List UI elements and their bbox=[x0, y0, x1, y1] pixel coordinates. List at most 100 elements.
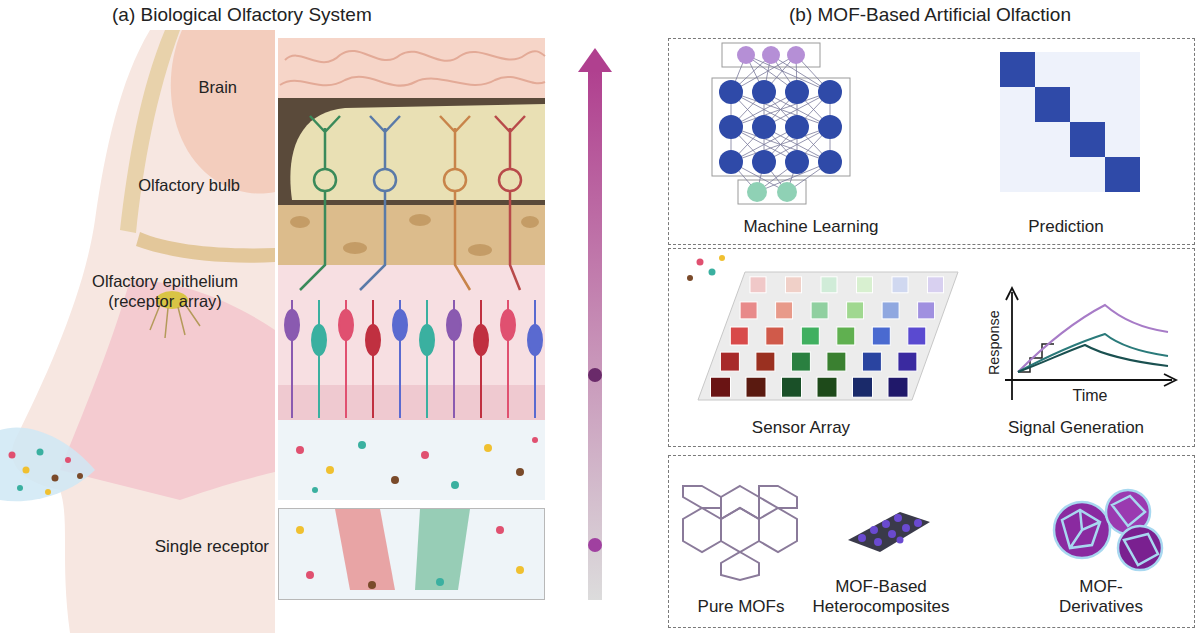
prediction-matrix bbox=[1000, 52, 1140, 192]
layer-box bbox=[712, 78, 850, 176]
network-link bbox=[731, 92, 830, 127]
olfactory-bulb bbox=[290, 104, 545, 200]
network-neuron bbox=[752, 150, 776, 174]
sensor-pixel bbox=[782, 377, 802, 397]
part-label: Olfactory bulb bbox=[90, 176, 240, 196]
panel-title: (a) Biological Olfactory System bbox=[112, 4, 432, 27]
response-chart bbox=[1005, 288, 1176, 400]
axis-label: Response bbox=[986, 303, 1003, 383]
prediction-ground bbox=[1000, 52, 1140, 192]
sensor-pixel bbox=[857, 277, 873, 293]
caption-holder: Pure MOFs bbox=[671, 597, 811, 617]
caption-holder: Machine Learning bbox=[711, 217, 911, 237]
brain-layer bbox=[278, 38, 545, 100]
sensor-pixel bbox=[801, 327, 819, 345]
receptor-inset-ground bbox=[279, 509, 544, 599]
network-neuron bbox=[719, 80, 743, 104]
caption-holder: Prediction bbox=[966, 217, 1166, 237]
receptor-neurons bbox=[285, 300, 542, 418]
sensor-pixel bbox=[711, 377, 731, 397]
part-label-holder: Olfactory epithelium (receptor array) bbox=[70, 272, 260, 312]
sensor-pixel bbox=[821, 277, 837, 293]
network-neuron bbox=[787, 46, 805, 64]
sensor-pixel bbox=[918, 302, 935, 319]
sensor-pixel bbox=[862, 352, 881, 371]
level-dot bbox=[588, 538, 602, 552]
caption: MOF-Based Heterocomposites bbox=[806, 577, 956, 618]
skull-bone bbox=[120, 30, 180, 233]
sensor-pixel bbox=[811, 302, 828, 319]
arrow-head bbox=[578, 48, 612, 72]
network-neuron bbox=[818, 80, 842, 104]
neural-network bbox=[712, 43, 850, 204]
sensor-pixel bbox=[817, 377, 837, 397]
network-neuron bbox=[777, 182, 797, 202]
sensor-pixel bbox=[847, 302, 864, 319]
sensor-pixel bbox=[872, 327, 890, 345]
odor-molecules bbox=[9, 449, 84, 496]
sensor-pixel bbox=[827, 352, 846, 371]
panel-title-holder: (b) MOF-Based Artificial Olfaction bbox=[680, 4, 1180, 27]
cribriform-plate bbox=[136, 232, 275, 263]
inhaled-air bbox=[0, 427, 95, 501]
network-neuron bbox=[818, 150, 842, 174]
sensor-board bbox=[698, 272, 958, 400]
level-dot bbox=[588, 368, 602, 382]
composite-particles bbox=[858, 514, 922, 546]
receptor-inset: Single receptor bbox=[278, 508, 545, 600]
sensor-pixel bbox=[746, 377, 766, 397]
caption: Machine Learning bbox=[711, 217, 911, 237]
sensor-pixel bbox=[882, 302, 899, 319]
network-neuron bbox=[752, 80, 776, 104]
caption-holder: Sensor Array bbox=[701, 418, 901, 438]
network-neuron bbox=[818, 115, 842, 139]
part-label: Brain bbox=[130, 78, 237, 98]
part-label: Olfactory epithelium (receptor array) bbox=[70, 272, 260, 312]
composite-sheet bbox=[848, 512, 930, 552]
epithelium-layer bbox=[278, 265, 545, 420]
sensor-pixel bbox=[791, 352, 810, 371]
caption: MOF-Derivatives bbox=[1046, 577, 1156, 618]
receptor-red bbox=[335, 509, 395, 590]
sensor-pixel bbox=[766, 327, 784, 345]
caption-holder: MOF-Derivatives bbox=[1046, 577, 1156, 618]
part-label-holder: Brain bbox=[130, 78, 237, 98]
sensor-pixel bbox=[786, 277, 802, 293]
part-label-holder: Olfactory bulb bbox=[90, 176, 240, 196]
caption: Single receptor bbox=[74, 537, 269, 557]
bulb-layer bbox=[278, 98, 545, 206]
caption: Sensor Array bbox=[701, 418, 901, 438]
mof-framework bbox=[683, 486, 797, 580]
gas-molecules bbox=[687, 255, 725, 281]
caption: Signal Generation bbox=[976, 418, 1176, 438]
sensor-pixel bbox=[756, 352, 775, 371]
network-neuron bbox=[785, 150, 809, 174]
sensor-pixel bbox=[776, 302, 793, 319]
network-link bbox=[731, 92, 830, 127]
dashed-panel: Sensor Array Signal Generation bbox=[668, 248, 1195, 447]
sensor-pixel bbox=[837, 327, 855, 345]
mucus-layer bbox=[278, 420, 545, 500]
sensor-pixel bbox=[892, 277, 908, 293]
caption-holder: MOF-Based Heterocomposites bbox=[806, 577, 956, 618]
head-profile bbox=[12, 30, 275, 633]
network-neuron bbox=[762, 46, 780, 64]
sensor-pixel bbox=[853, 377, 873, 397]
network-neuron bbox=[747, 182, 767, 202]
sensor-pixel bbox=[898, 352, 917, 371]
network-neuron bbox=[752, 115, 776, 139]
inset-molecules bbox=[296, 526, 524, 589]
sensor-pixel bbox=[740, 302, 757, 319]
response-curve bbox=[1018, 345, 1168, 372]
sensor-pixel bbox=[750, 277, 766, 293]
mof-derivative-spheres bbox=[1054, 490, 1162, 570]
caption: Pure MOFs bbox=[671, 597, 811, 617]
caption: Prediction bbox=[966, 217, 1166, 237]
dashed-panel: Pure MOFsMOF-Based Heterocomposites MOF-D… bbox=[668, 455, 1195, 628]
bone-pores bbox=[290, 214, 539, 256]
receptor-green bbox=[415, 509, 470, 590]
panel-title: (b) MOF-Based Artificial Olfaction bbox=[680, 4, 1180, 27]
network-neuron bbox=[737, 46, 755, 64]
network-neuron bbox=[785, 115, 809, 139]
sensor-grid bbox=[711, 277, 944, 397]
